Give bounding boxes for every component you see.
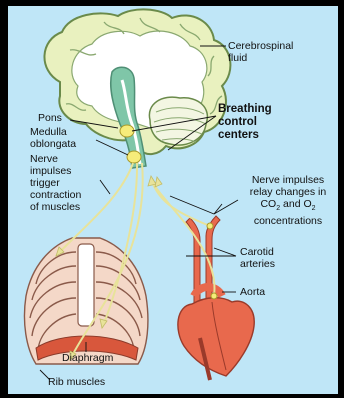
label-cerebrospinal-fluid: Cerebrospinal fluid bbox=[228, 40, 293, 64]
label-csf-line1: Cerebrospinal bbox=[228, 40, 293, 52]
label-nerve-impulses-trigger: Nerve impulses trigger contraction of mu… bbox=[30, 153, 81, 213]
medulla-center bbox=[127, 151, 141, 163]
label-co2: CO bbox=[260, 198, 276, 210]
label-carotid-arteries: Carotid arteries bbox=[240, 246, 275, 270]
arrow-carotid bbox=[148, 176, 156, 186]
carotid-receptor bbox=[207, 223, 213, 229]
label-medulla-line1: Medulla bbox=[30, 126, 76, 138]
aortic-receptor bbox=[211, 293, 217, 299]
label-breathing-line3: centers bbox=[218, 129, 272, 142]
label-carotid-line2: arteries bbox=[240, 258, 275, 270]
label-trigger-line4: contraction bbox=[30, 189, 81, 201]
label-relay-line2: relay changes in bbox=[236, 186, 340, 198]
label-relay-line3: CO2 and O2 bbox=[236, 198, 340, 215]
label-trigger-line2: impulses bbox=[30, 165, 81, 177]
label-trigger-line1: Nerve bbox=[30, 153, 81, 165]
arrow-aorta bbox=[155, 177, 162, 187]
label-o2-subscript: 2 bbox=[312, 205, 316, 212]
label-aorta: Aorta bbox=[240, 286, 265, 298]
label-breathing-control-centers: Breathing control centers bbox=[218, 103, 272, 142]
label-trigger-line5: of muscles bbox=[30, 201, 81, 213]
label-diaphragm: Diaphragm bbox=[62, 352, 113, 364]
label-trigger-line3: trigger bbox=[30, 177, 81, 189]
label-medulla-oblongata: Medulla oblongata bbox=[30, 126, 76, 150]
label-breathing-line1: Breathing bbox=[218, 103, 272, 116]
sternum bbox=[78, 244, 94, 326]
label-and-o: and O bbox=[280, 198, 312, 210]
label-breathing-line2: control bbox=[218, 116, 272, 129]
label-csf-line2: fluid bbox=[228, 52, 293, 64]
label-carotid-line1: Carotid bbox=[240, 246, 275, 258]
label-relay-line4: concentrations bbox=[236, 215, 340, 227]
label-medulla-line2: oblongata bbox=[30, 138, 76, 150]
label-nerve-impulses-relay: Nerve impulses relay changes in CO 2 and … bbox=[236, 174, 340, 227]
label-rib-muscles: Rib muscles bbox=[48, 376, 105, 388]
aortic-signal bbox=[152, 182, 214, 296]
label-pons: Pons bbox=[38, 112, 62, 124]
pons-center bbox=[120, 125, 134, 137]
label-relay-line1: Nerve impulses bbox=[236, 174, 340, 186]
